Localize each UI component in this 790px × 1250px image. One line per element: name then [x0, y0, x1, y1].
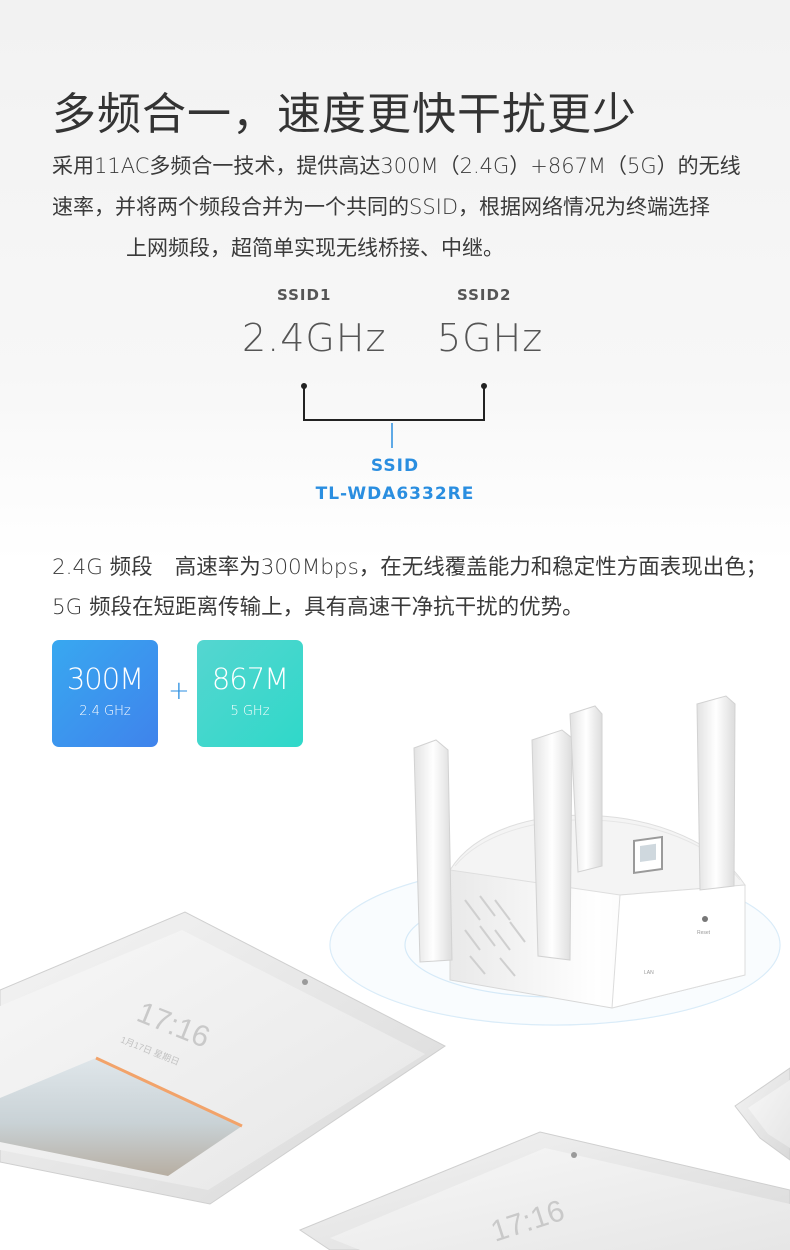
tablet-left: 17:16 1月17日 星期日: [0, 911, 446, 1205]
vent-grille: [464, 895, 526, 977]
reset-button-icon: [702, 916, 708, 922]
rate-freq-5ghz: 5 GHz: [230, 704, 270, 719]
ssid-merge-bracket: [301, 383, 487, 448]
band-description: 2.4G 频段高速率为300Mbps，在无线覆盖能力和稳定性方面表现出色；5G …: [52, 548, 772, 628]
reset-label: Reset: [697, 930, 711, 936]
antenna-4-icon: [696, 695, 736, 891]
product-scene: 17:16 1月17日 星期日 17:16 LAN: [0, 695, 790, 1250]
antenna-2-icon: [531, 729, 573, 961]
ssid1-label: SSID1: [277, 286, 332, 304]
plus-sign: +: [168, 676, 190, 706]
page-headline: 多频合一，速度更快干扰更少: [52, 89, 637, 140]
ssid1-band: 2.4GHz: [242, 316, 387, 360]
tablet2-camera-icon: [571, 1152, 577, 1158]
rate-card-5ghz: 867M 5 GHz: [197, 640, 303, 747]
rate-value-5ghz: 867M: [211, 662, 289, 696]
range-extender-device: LAN Reset: [413, 695, 746, 1009]
intro-text-part2: 上网频段，超简单实现无线桥接、中继。: [126, 236, 504, 260]
ssid2-label: SSID2: [457, 286, 512, 304]
merged-ssid-label: SSID: [370, 456, 420, 476]
band-description-text: 高速率为300Mbps，在无线覆盖能力和稳定性方面表现出色；5G 频段在短距离传…: [52, 555, 768, 620]
band24-label: 2.4G 频段: [52, 555, 153, 580]
merged-ssid-model: TL-WDA6332RE: [315, 484, 475, 504]
bracket-line: [303, 386, 485, 421]
rate-value-24ghz: 300M: [66, 662, 144, 696]
tablet-right-edge: [734, 1067, 790, 1161]
intro-paragraph: 采用11AC多频合一技术，提供高达300M（2.4G）+867M（5G）的无线速…: [52, 146, 752, 269]
rate-card-24ghz: 300M 2.4 GHz: [52, 640, 158, 747]
tablet1-camera-icon: [302, 979, 308, 985]
antenna-1-icon: [413, 739, 453, 963]
tablet-bottom: 17:16: [298, 1131, 790, 1250]
intro-text-part1: 采用11AC多频合一技术，提供高达300M（2.4G）+867M（5G）的无线速…: [52, 154, 741, 219]
ssid-merge-diagram: SSID1 2.4GHz SSID2 5GHz SSID TL-WDA6332R…: [0, 282, 790, 512]
antenna-3-icon: [569, 705, 603, 873]
rate-freq-24ghz: 2.4 GHz: [79, 704, 131, 719]
ssid2-band: 5GHz: [437, 316, 544, 360]
lan-port-label: LAN: [644, 970, 654, 976]
